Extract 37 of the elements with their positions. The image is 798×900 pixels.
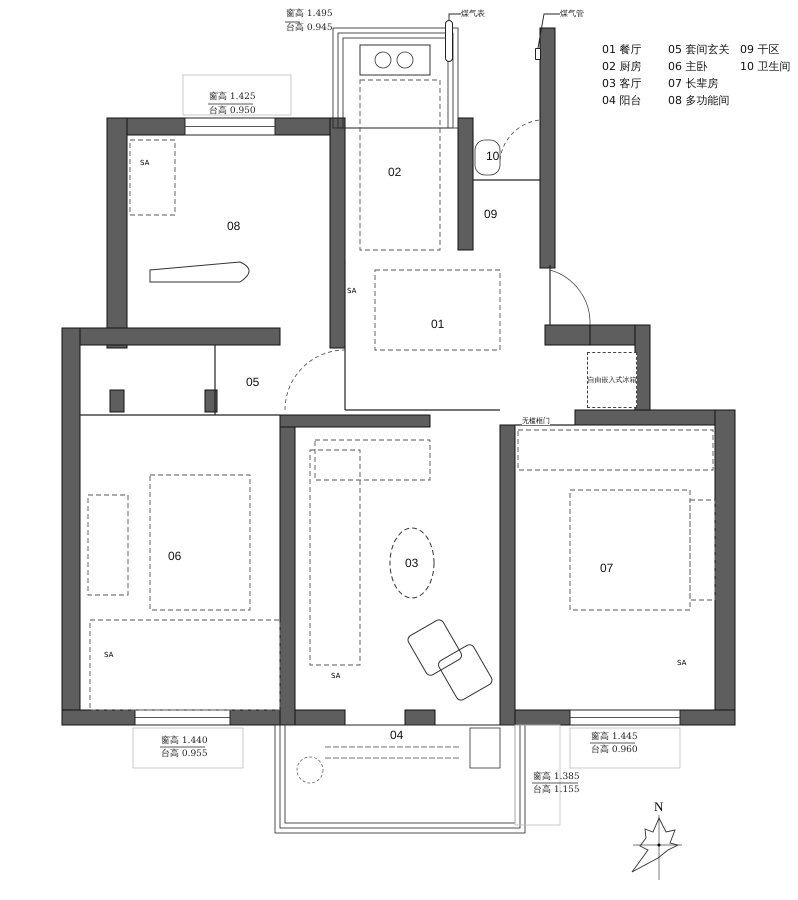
room-number: 10 [486, 150, 500, 162]
legend-entry: 05 套间玄关 [668, 44, 730, 55]
legend-entry: 02 厨房 [602, 61, 642, 72]
room-number: 07 [600, 562, 614, 574]
legend-entry: 01 餐厅 [602, 44, 642, 55]
room-number: 08 [227, 220, 240, 232]
gas-pipe-drawing [535, 48, 541, 60]
window-height-label: 台高 0.945 [286, 24, 333, 33]
room-number: 02 [388, 166, 402, 178]
gas-meter-label: 煤气表 [461, 10, 485, 18]
legend-entry: 03 客厅 [602, 78, 642, 89]
window-height-label: 台高 0.950 [209, 107, 256, 116]
window-height-label: 窗高 1.425 [209, 93, 256, 102]
legend-entry: 09 干区 [740, 44, 780, 55]
window-height-label: 窗高 1.445 [591, 733, 638, 742]
window-height-label: 台高 0.955 [161, 750, 208, 759]
room-number: 06 [168, 550, 182, 562]
window-height-label: 窗高 1.385 [533, 773, 580, 782]
legend-entry: 04 阳台 [602, 95, 642, 106]
window-height-label: 窗高 1.495 [286, 10, 333, 19]
room-number: 05 [246, 376, 260, 388]
legend-entry: 08 多功能间 [668, 95, 730, 106]
window-height-label: 窗高 1.440 [161, 737, 208, 746]
north-label: N [654, 800, 664, 813]
room-number: 09 [484, 208, 498, 220]
room-number: 04 [390, 729, 404, 741]
legend-entry: 10 卫生间 [740, 61, 790, 72]
leader-line [448, 14, 462, 20]
window-height-label: 台高 0.960 [591, 746, 638, 755]
room-number: 03 [405, 557, 418, 569]
leader-line [538, 14, 560, 48]
gas-pipe-label: 煤气管 [560, 10, 584, 18]
legend-entry: 07 长辈房 [668, 78, 718, 89]
legend-entry: 06 主卧 [668, 61, 708, 72]
room-number: 01 [431, 318, 444, 330]
window-height-label: 台高 1.155 [533, 786, 580, 795]
gas-meter-drawing [445, 20, 453, 62]
